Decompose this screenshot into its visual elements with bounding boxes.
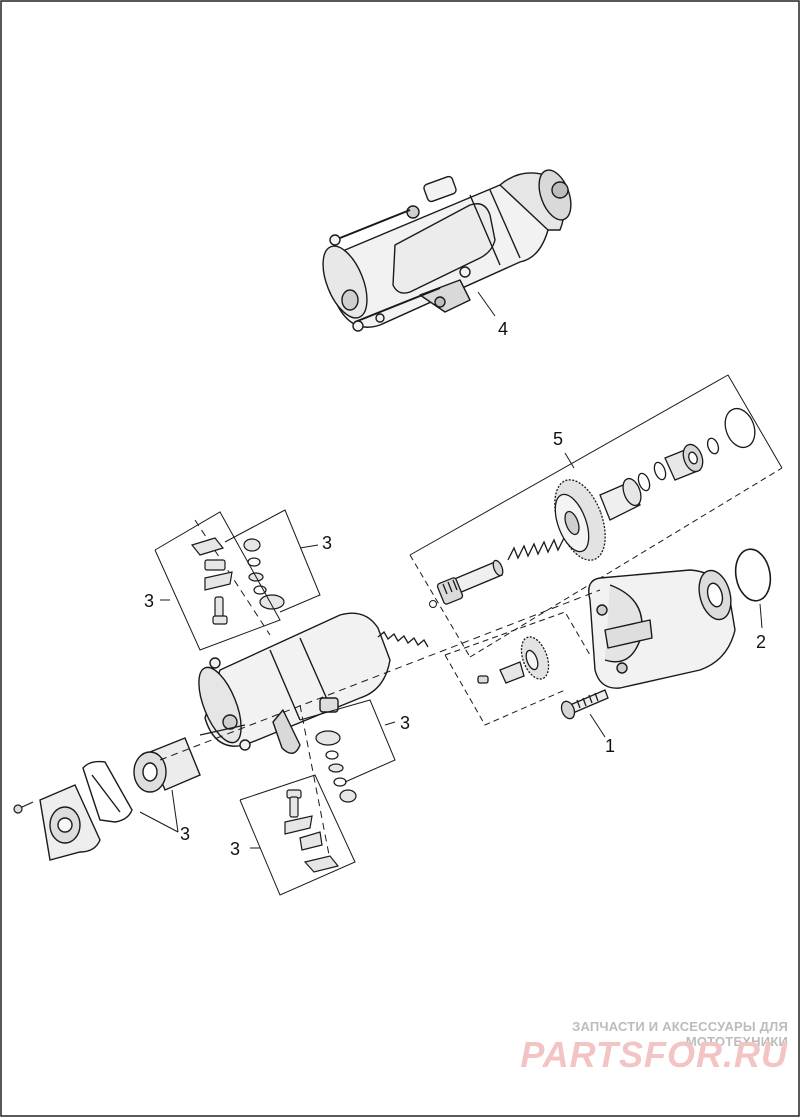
terminal-kit-lower-brackets: [239, 699, 396, 896]
drive-gear-group-outline: [409, 374, 783, 658]
terminal-kit-lower: [284, 730, 357, 873]
callout-3-lower-left: 3: [230, 839, 240, 859]
starter-assembly-complete: [322, 169, 572, 332]
watermark-logo: PARTSFOR.RU: [520, 1034, 788, 1075]
terminal-kit-upper-brackets: [154, 509, 321, 651]
plunger-rod: [199, 724, 246, 736]
idler-gear-large: [554, 479, 606, 561]
callout-3-lower-right: 3: [400, 713, 410, 733]
leader-4: [477, 291, 496, 317]
idler-gear-group-outline: [444, 611, 591, 726]
leader-5: [564, 452, 575, 469]
o-ring-2: [734, 548, 772, 602]
idler-shaft: [599, 477, 642, 521]
callout-5: 5: [553, 429, 563, 449]
solenoid-plunger: [133, 737, 201, 793]
solenoid-cover: [39, 784, 101, 861]
drive-housing: [588, 569, 736, 689]
starter-motor-body: [198, 612, 391, 754]
callout-4: 4: [498, 319, 508, 339]
assembly-centerlines: [159, 519, 601, 861]
callout-1: 1: [605, 736, 615, 756]
overrunning-clutch: [664, 443, 704, 481]
watermark-tagline: ЗАПЧАСТИ И АКСЕССУАРЫ ДЛЯ МОТОТЕХНИКИ: [572, 1019, 788, 1049]
retaining-rings: [637, 461, 667, 492]
plunger-spring: [377, 631, 429, 648]
callout-3-upper-right: 3: [322, 533, 332, 553]
idler-gear-small: [477, 636, 550, 684]
callout-2: 2: [756, 632, 766, 652]
pinion-shaft: [436, 559, 504, 605]
mounting-bolt: [560, 689, 609, 720]
washer: [706, 437, 720, 455]
leader-2: [759, 603, 763, 629]
cover-gasket: [82, 760, 133, 823]
ball: [429, 600, 437, 608]
o-ring-small: [724, 407, 756, 449]
terminal-kit-upper: [190, 537, 285, 625]
leader-1: [589, 713, 606, 738]
cover-screw: [13, 801, 34, 814]
drive-spring: [507, 537, 565, 561]
leaders-3: [139, 544, 396, 849]
callout-3-cover: 3: [180, 824, 190, 844]
callout-3-upper-left: 3: [144, 591, 154, 611]
